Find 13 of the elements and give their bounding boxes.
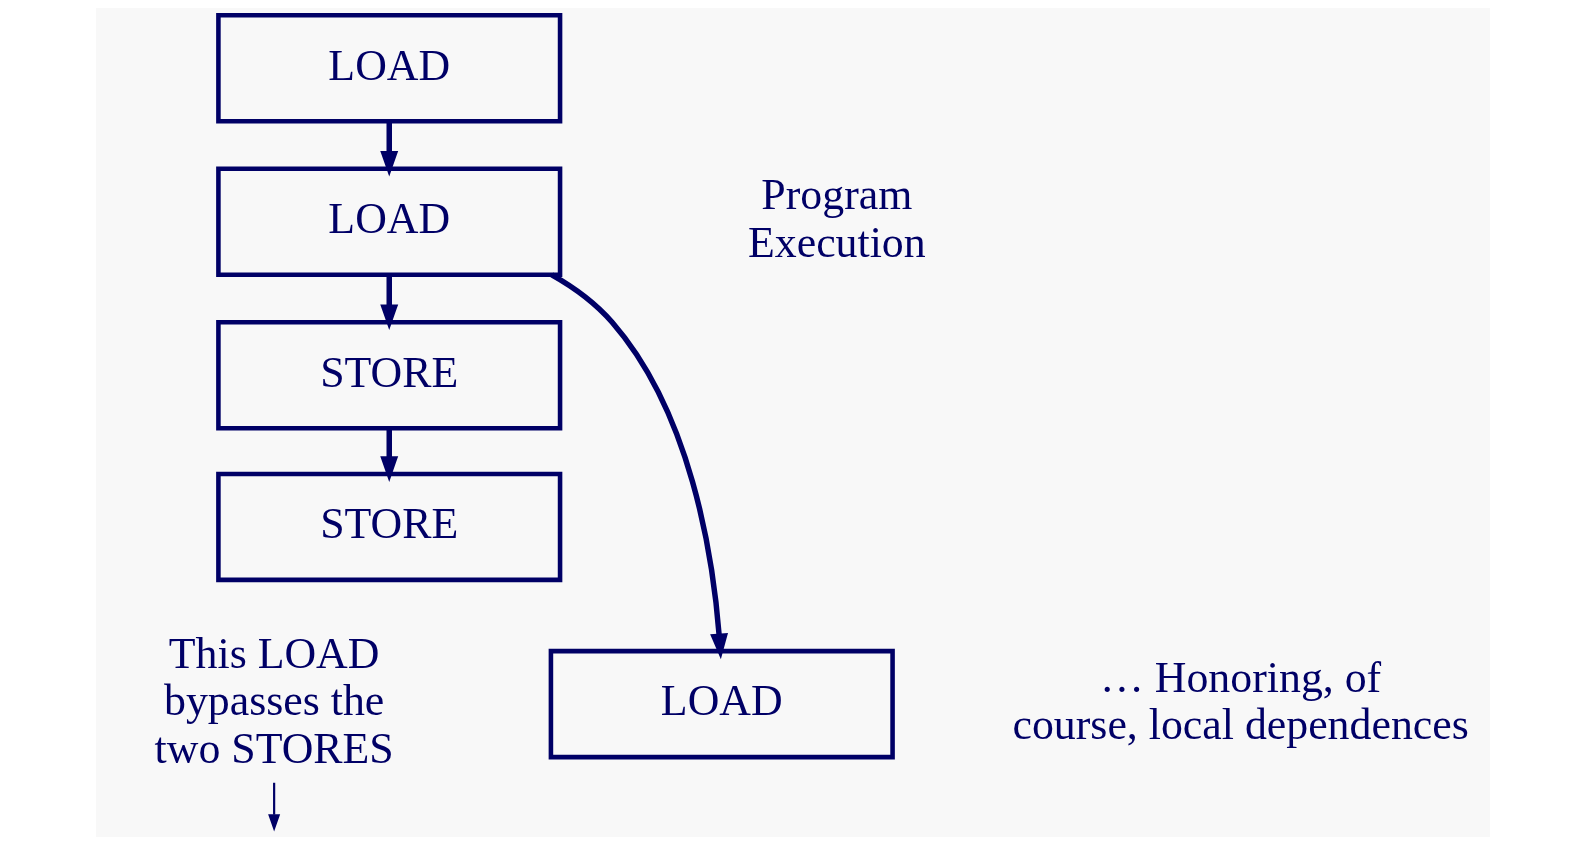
arrow [379,121,398,177]
label: … Honoring, of course, local dependences [1011,652,1469,749]
node-text: This LOAD bypasses the two STORES [154,628,394,772]
arrow [379,428,398,482]
node-box: STORE [215,320,562,431]
label: Program Execution [747,170,926,266]
node-box: LOAD [548,648,895,760]
node-box: LOAD [215,166,562,278]
node-box: STORE [215,471,562,583]
node-box: LOAD [215,13,562,124]
arrow [267,782,280,832]
arrow [549,272,728,660]
arrow [379,275,398,331]
